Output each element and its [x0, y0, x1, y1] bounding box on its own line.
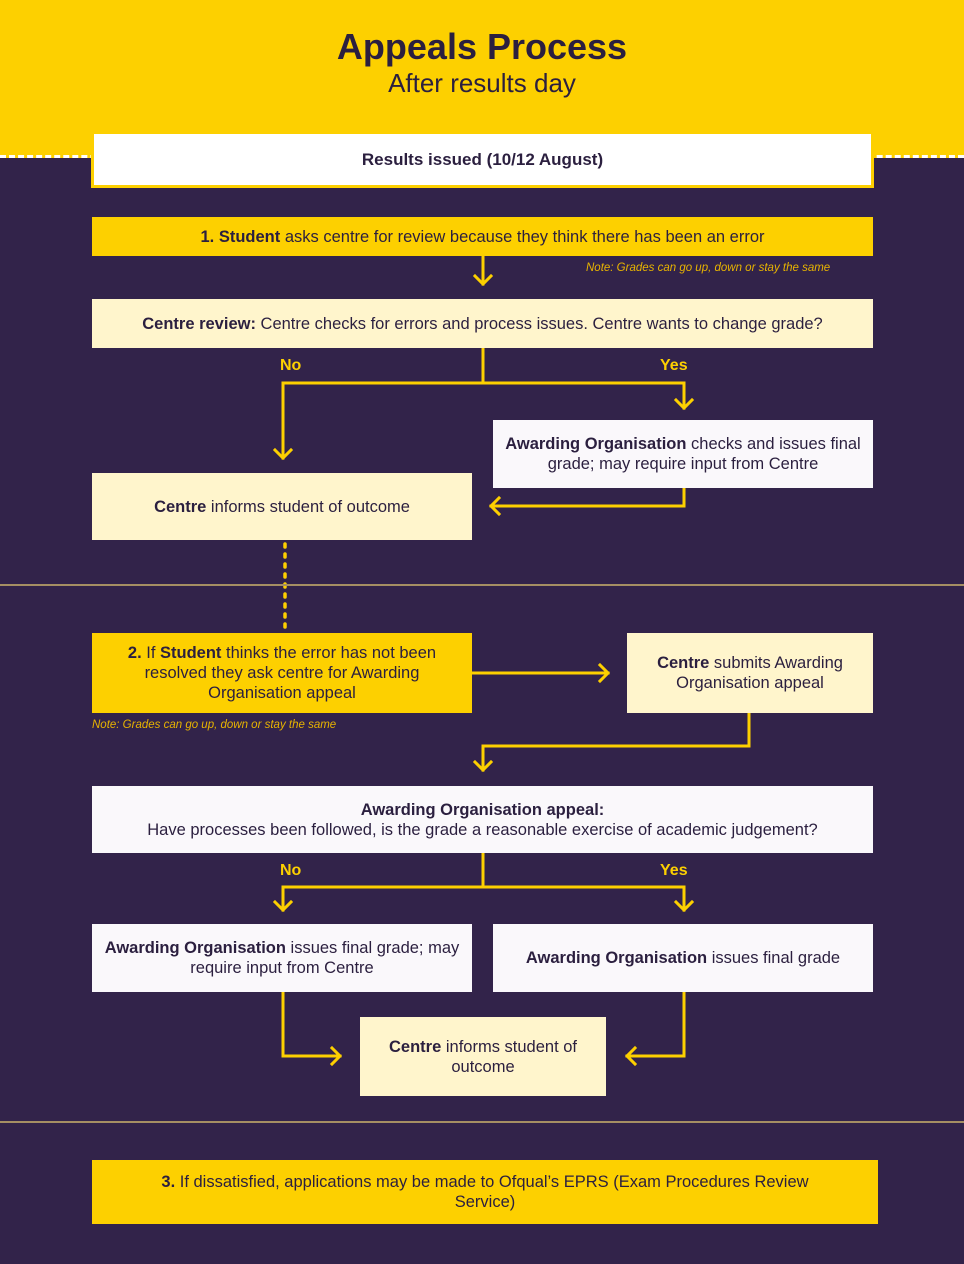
- centre-review-box: Centre review: Centre checks for errors …: [92, 299, 873, 348]
- branch2-yes-label: Yes: [660, 862, 688, 879]
- ao-no-outcome-box: Awarding Organisation issues final grade…: [92, 924, 472, 992]
- branch1-no-label: No: [280, 357, 302, 374]
- arrow-ao-to-informs: [489, 486, 686, 508]
- arrow-no-to-informs2: [281, 990, 342, 1058]
- centre-informs-box-2: Centre informs student of outcome: [360, 1017, 606, 1096]
- page-title: Appeals Process: [336, 26, 628, 67]
- arrow-review-yes: [481, 381, 686, 410]
- step2-box: 2. If Student thinks the error has not b…: [92, 633, 472, 713]
- section-divider-2: [0, 1121, 964, 1123]
- arrow-appeal-yes: [481, 885, 686, 912]
- page-subtitle: After results day: [388, 68, 576, 98]
- centre-informs-box-1: Centre informs student of outcome: [92, 473, 472, 540]
- branch2-no-label: No: [280, 862, 302, 879]
- arrow-submits-to-appeal: [481, 711, 751, 772]
- arrow-review-no: [281, 346, 485, 460]
- ao-yes-outcome-box: Awarding Organisation issues final grade: [493, 924, 873, 992]
- arrow-yes-to-informs2: [625, 990, 686, 1058]
- note-grades-1: Note: Grades can go up, down or stay the…: [586, 262, 831, 274]
- note-grades-2: Note: Grades can go up, down or stay the…: [92, 719, 337, 731]
- arrow-appeal-no: [281, 851, 485, 912]
- ao-checks-box: Awarding Organisation checks and issues …: [493, 420, 873, 488]
- header-band: [0, 0, 964, 158]
- results-issued-box: Results issued (10/12 August): [91, 134, 874, 188]
- centre-submits-box: Centre submits Awarding Organisation app…: [627, 633, 873, 713]
- step1-box: 1. Student asks centre for review becaus…: [92, 217, 873, 256]
- ao-appeal-box: Awarding Organisation appeal: Have proce…: [92, 786, 873, 853]
- section-divider-1: [0, 584, 964, 586]
- branch1-yes-label: Yes: [660, 357, 688, 374]
- step3-box: 3. If dissatisfied, applications may be …: [92, 1160, 878, 1224]
